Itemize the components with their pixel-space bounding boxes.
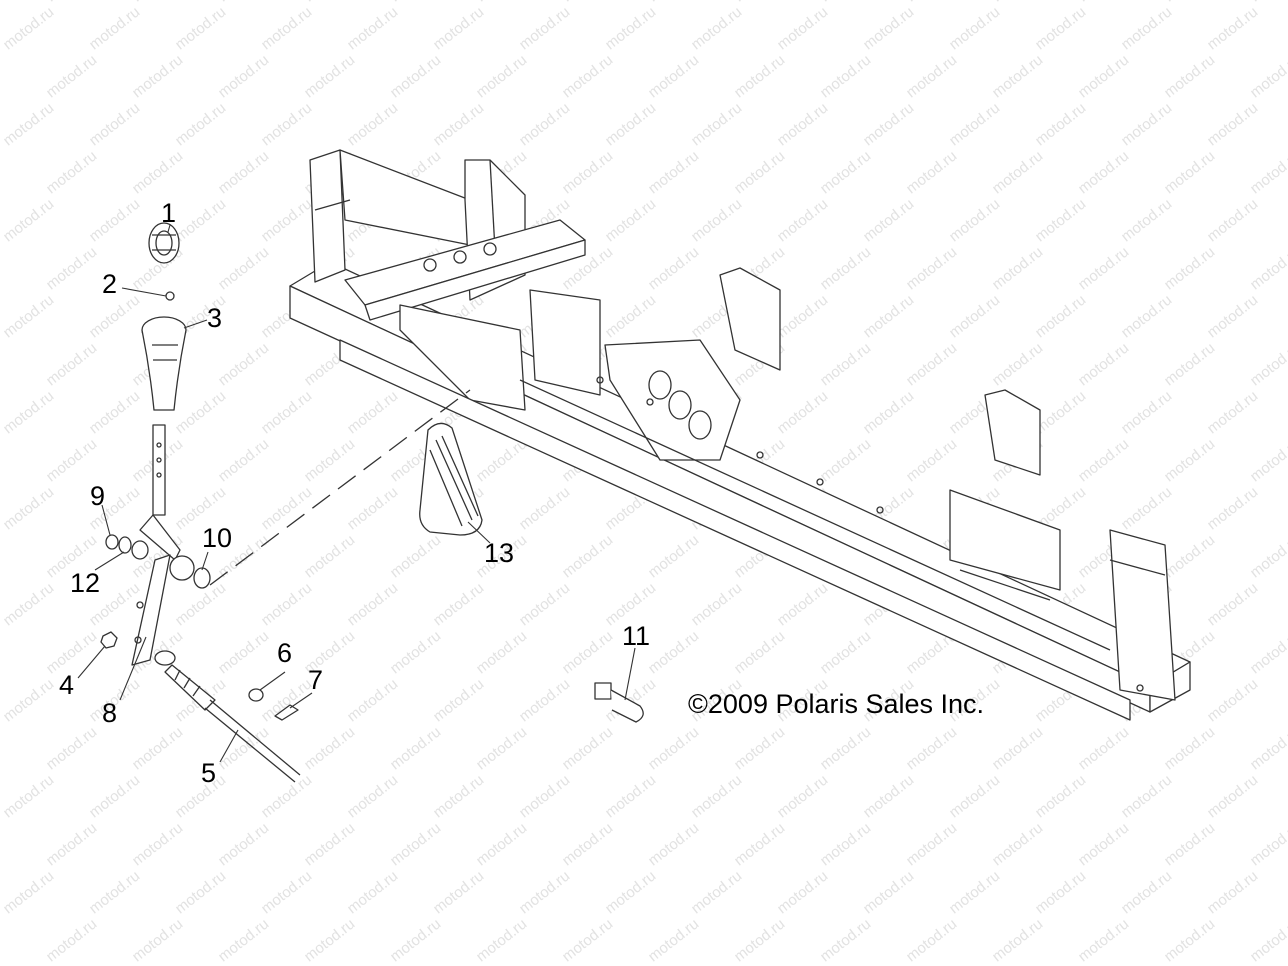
callout-7: 7 [308,665,324,695]
callout-13: 13 [484,538,515,568]
callout-12: 12 [70,568,101,598]
callout-6: 6 [277,638,293,668]
part-6-washer [248,688,264,702]
shift-rod [139,424,181,561]
callout-2: 2 [102,269,118,299]
part-13-grommet [419,422,483,536]
part-11-clamp [594,682,644,723]
part-8-lever [131,554,171,666]
callout-3: 3 [207,303,223,333]
callout-8: 8 [102,698,118,728]
part-2-screw [165,291,175,301]
part-7-clip [274,704,299,721]
callout-1: 1 [161,198,177,228]
callout-10: 10 [202,523,233,553]
part-4-nut [100,631,118,649]
part-9-12-bushings [105,534,149,560]
part-10-collar [193,567,211,589]
part-5-cable [154,650,301,783]
callout-9: 9 [90,481,106,511]
copyright-text: ©2009 Polaris Sales Inc. [688,689,985,719]
part-1-knob-cap [148,222,180,264]
callout-5: 5 [201,758,217,788]
callout-11: 11 [622,621,651,651]
callout-4: 4 [59,670,75,700]
frame-assembly [289,149,1191,721]
part-3-handle [141,316,187,411]
